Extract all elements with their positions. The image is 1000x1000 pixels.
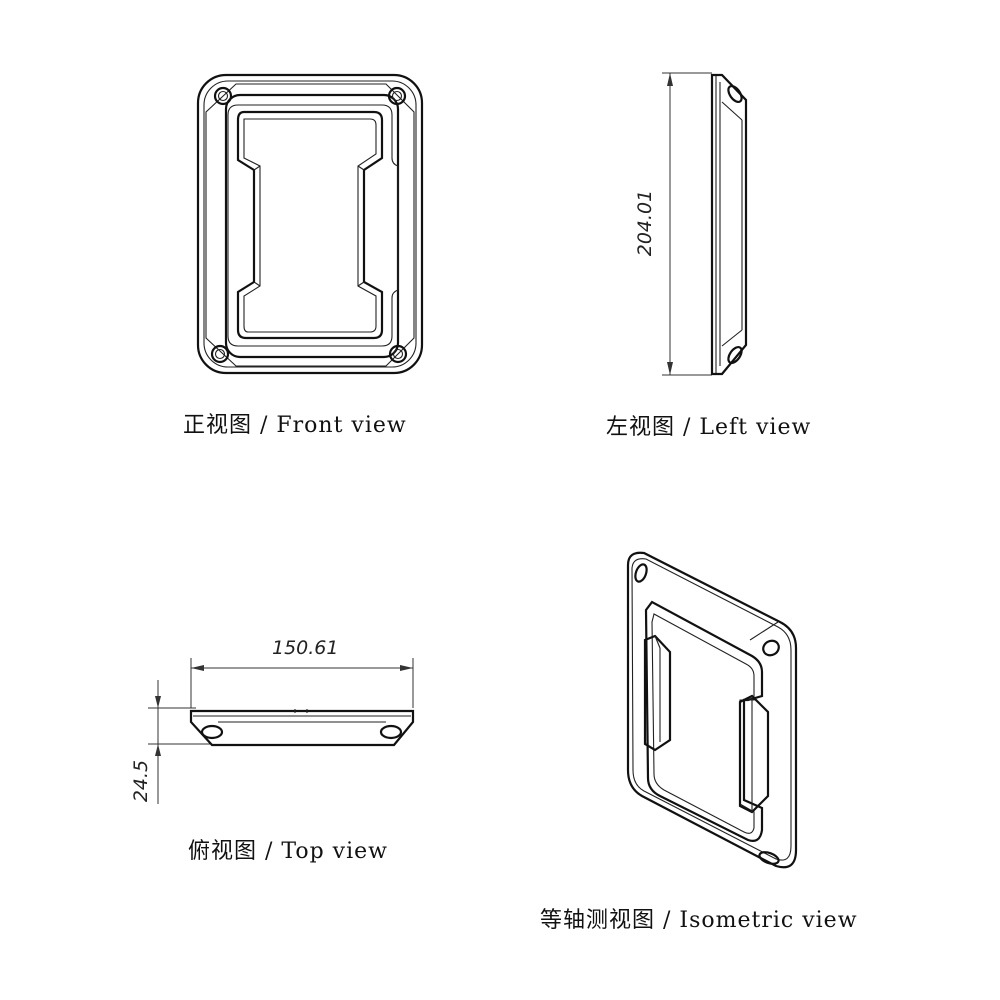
left-view-caption: 左视图 / Left view [606, 415, 812, 440]
top-view [148, 658, 415, 804]
isometric-view [626, 551, 798, 869]
isometric-view-caption: 等轴测视图 / Isometric view [540, 908, 858, 933]
left-view [662, 72, 748, 376]
front-view [196, 73, 424, 375]
dimension-height-top-view: 24.5 [130, 759, 153, 803]
front-view-caption: 正视图 / Front view [183, 413, 407, 438]
top-view-caption: 俯视图 / Top view [188, 839, 389, 864]
dimension-height-left-view: 204.01 [634, 189, 657, 257]
dimension-width-top-view: 150.61 [272, 637, 339, 659]
